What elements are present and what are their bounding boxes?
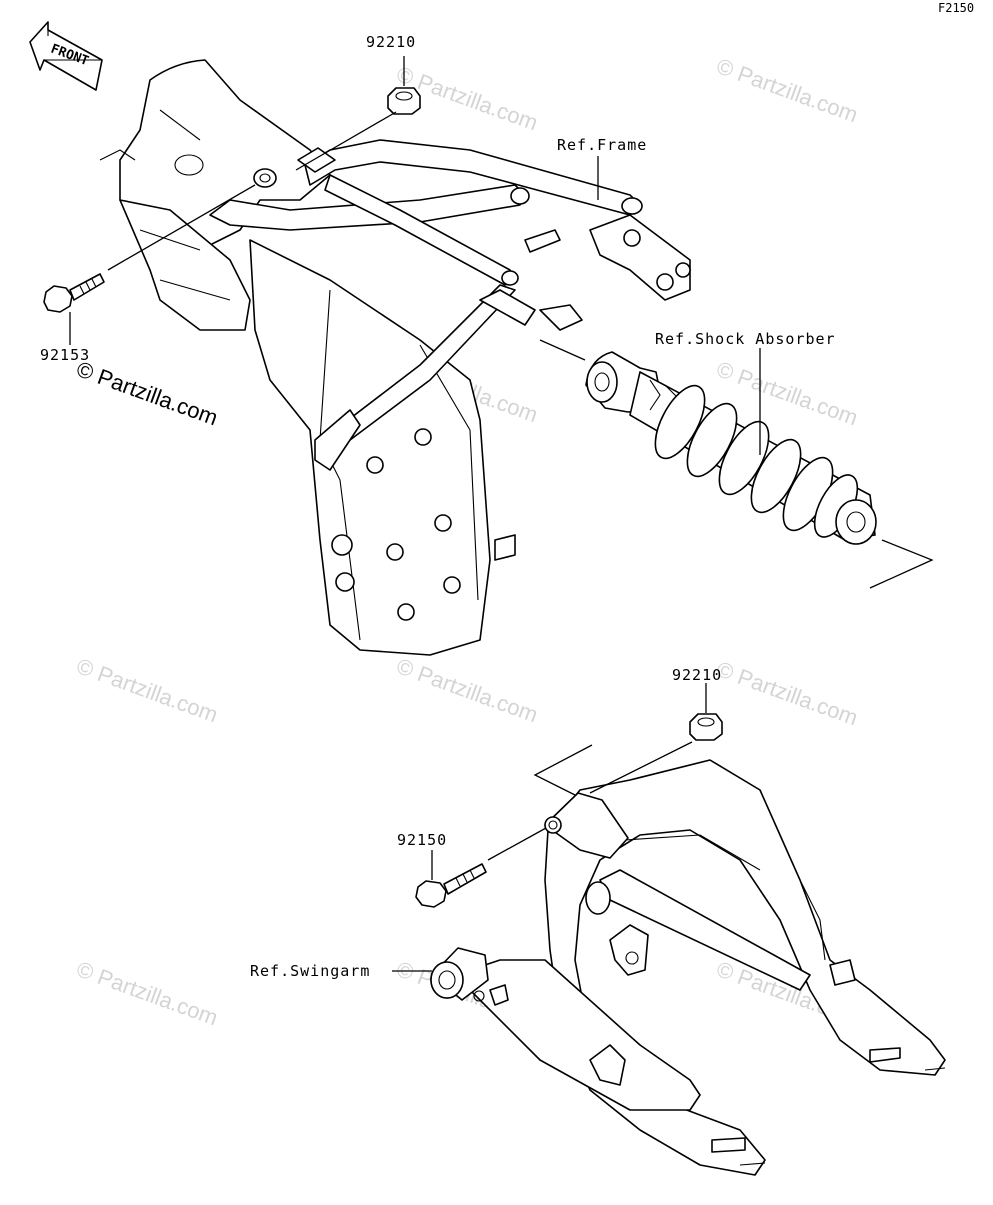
frame-drawing xyxy=(99,59,691,656)
callout-ref-shock: Ref.Shock Absorber xyxy=(655,330,836,348)
callout-bolt-top: 92153 xyxy=(40,346,90,364)
watermark: © Partzilla.com xyxy=(73,653,221,727)
shock-absorber-drawing xyxy=(585,351,877,545)
callout-ref-frame: Ref.Frame xyxy=(557,136,647,154)
watermark: © Partzilla.com xyxy=(73,956,221,1030)
swingarm-drawing xyxy=(430,759,946,1176)
watermark: © Partzilla.com xyxy=(393,653,541,727)
flange-nut-icon xyxy=(689,713,723,741)
flange-nut-icon xyxy=(387,87,421,115)
front-arrow-icon: FRONT xyxy=(29,21,103,91)
callout-nut-top: 92210 xyxy=(366,33,416,51)
callout-nut-bottom: 92210 xyxy=(672,666,722,684)
flange-bolt-icon xyxy=(415,863,487,908)
flange-bolt-icon xyxy=(43,273,105,313)
callout-bolt-bottom: 92150 xyxy=(397,831,447,849)
callout-ref-swingarm: Ref.Swingarm xyxy=(250,962,370,980)
watermark-dark: © Partzilla.com xyxy=(73,356,221,430)
diagram-code: F2150 xyxy=(938,1,974,15)
watermark: © Partzilla.com xyxy=(713,53,861,127)
watermark: © Partzilla.com xyxy=(713,656,861,730)
